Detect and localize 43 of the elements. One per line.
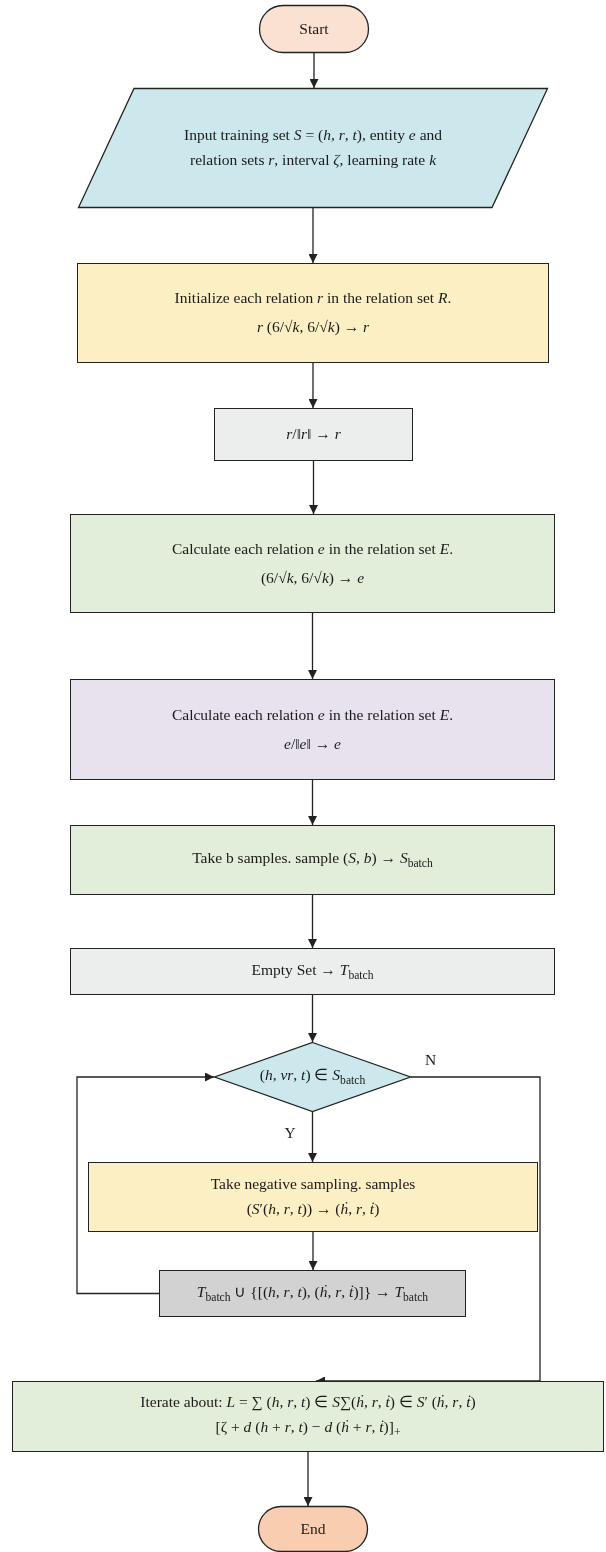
arrow: [308, 1231, 318, 1271]
end-terminal: [258, 1506, 368, 1552]
arrow: [308, 207, 318, 264]
arrow: [308, 612, 317, 680]
formula-text: [ζ + d (h + r, t) − d (ḣ + r, ṫ)]$_{+}$: [215, 1417, 401, 1442]
arrow: [308, 779, 317, 826]
step-text: Iterate about: L = ∑ (h, r, t) ∈ S∑(ḣ, r, ṫ) ∈ S′ (ḣ, r, ṫ): [140, 1392, 476, 1413]
input-parallelogram: [78, 88, 548, 208]
step-text: Start: [299, 18, 329, 39]
formula-text: r (6/√k, 6/√k) → r: [256, 317, 370, 337]
step-text: Calculate each relation e in the relation set E.: [171, 704, 454, 725]
process-box: [70, 514, 555, 613]
process-box: [70, 679, 555, 780]
process-box: [70, 948, 555, 995]
process-box: [88, 1162, 538, 1232]
process-box: [77, 263, 549, 363]
process-box: [12, 1381, 604, 1452]
arrow: [303, 1451, 313, 1507]
process-box: [214, 408, 413, 461]
step-text: T$_{batch}$ ∪ {[(h, r, t), (ḣ, r, ṫ)]} → T$_{batch}$: [196, 1281, 429, 1306]
step-text: r/‖r‖ → r: [286, 424, 341, 445]
formula-text: (6/√k, 6/√k) → e: [260, 567, 365, 588]
step-text: Calculate each relation e in the relation set E.: [171, 538, 454, 559]
step-text: Initialize each relation r in the relation set R.: [174, 288, 452, 309]
step-text: Empty Set → T$_{batch}$: [251, 959, 374, 984]
formula-text: (S′(h, r, t)) → (ḣ, r, ṫ): [246, 1199, 380, 1219]
start-terminal: [259, 5, 369, 53]
process-box: [70, 825, 555, 895]
arrow: [309, 52, 319, 89]
step-text: Take negative sampling. samples: [210, 1174, 416, 1195]
step-text: (h, vr, t) ∈ S$_{batch}$: [259, 1065, 366, 1090]
arrow: [76, 1072, 215, 1295]
arrow: [309, 460, 318, 515]
arrow: [308, 1111, 317, 1163]
arrow: [308, 362, 318, 409]
arrow: [308, 894, 317, 949]
step-text: Input training set S = (h, r, t), entity e and relation sets r, interval ζ, learning rate k: [183, 125, 443, 170]
step-text: Take b samples. sample (S, b) → S$_{batch}$: [192, 848, 433, 873]
process-box: [159, 1270, 466, 1317]
arrow: [308, 994, 317, 1043]
decision-diamond: [214, 1042, 411, 1112]
step-text: End: [300, 1518, 326, 1539]
formula-text: e/‖e‖ → e: [284, 733, 341, 754]
